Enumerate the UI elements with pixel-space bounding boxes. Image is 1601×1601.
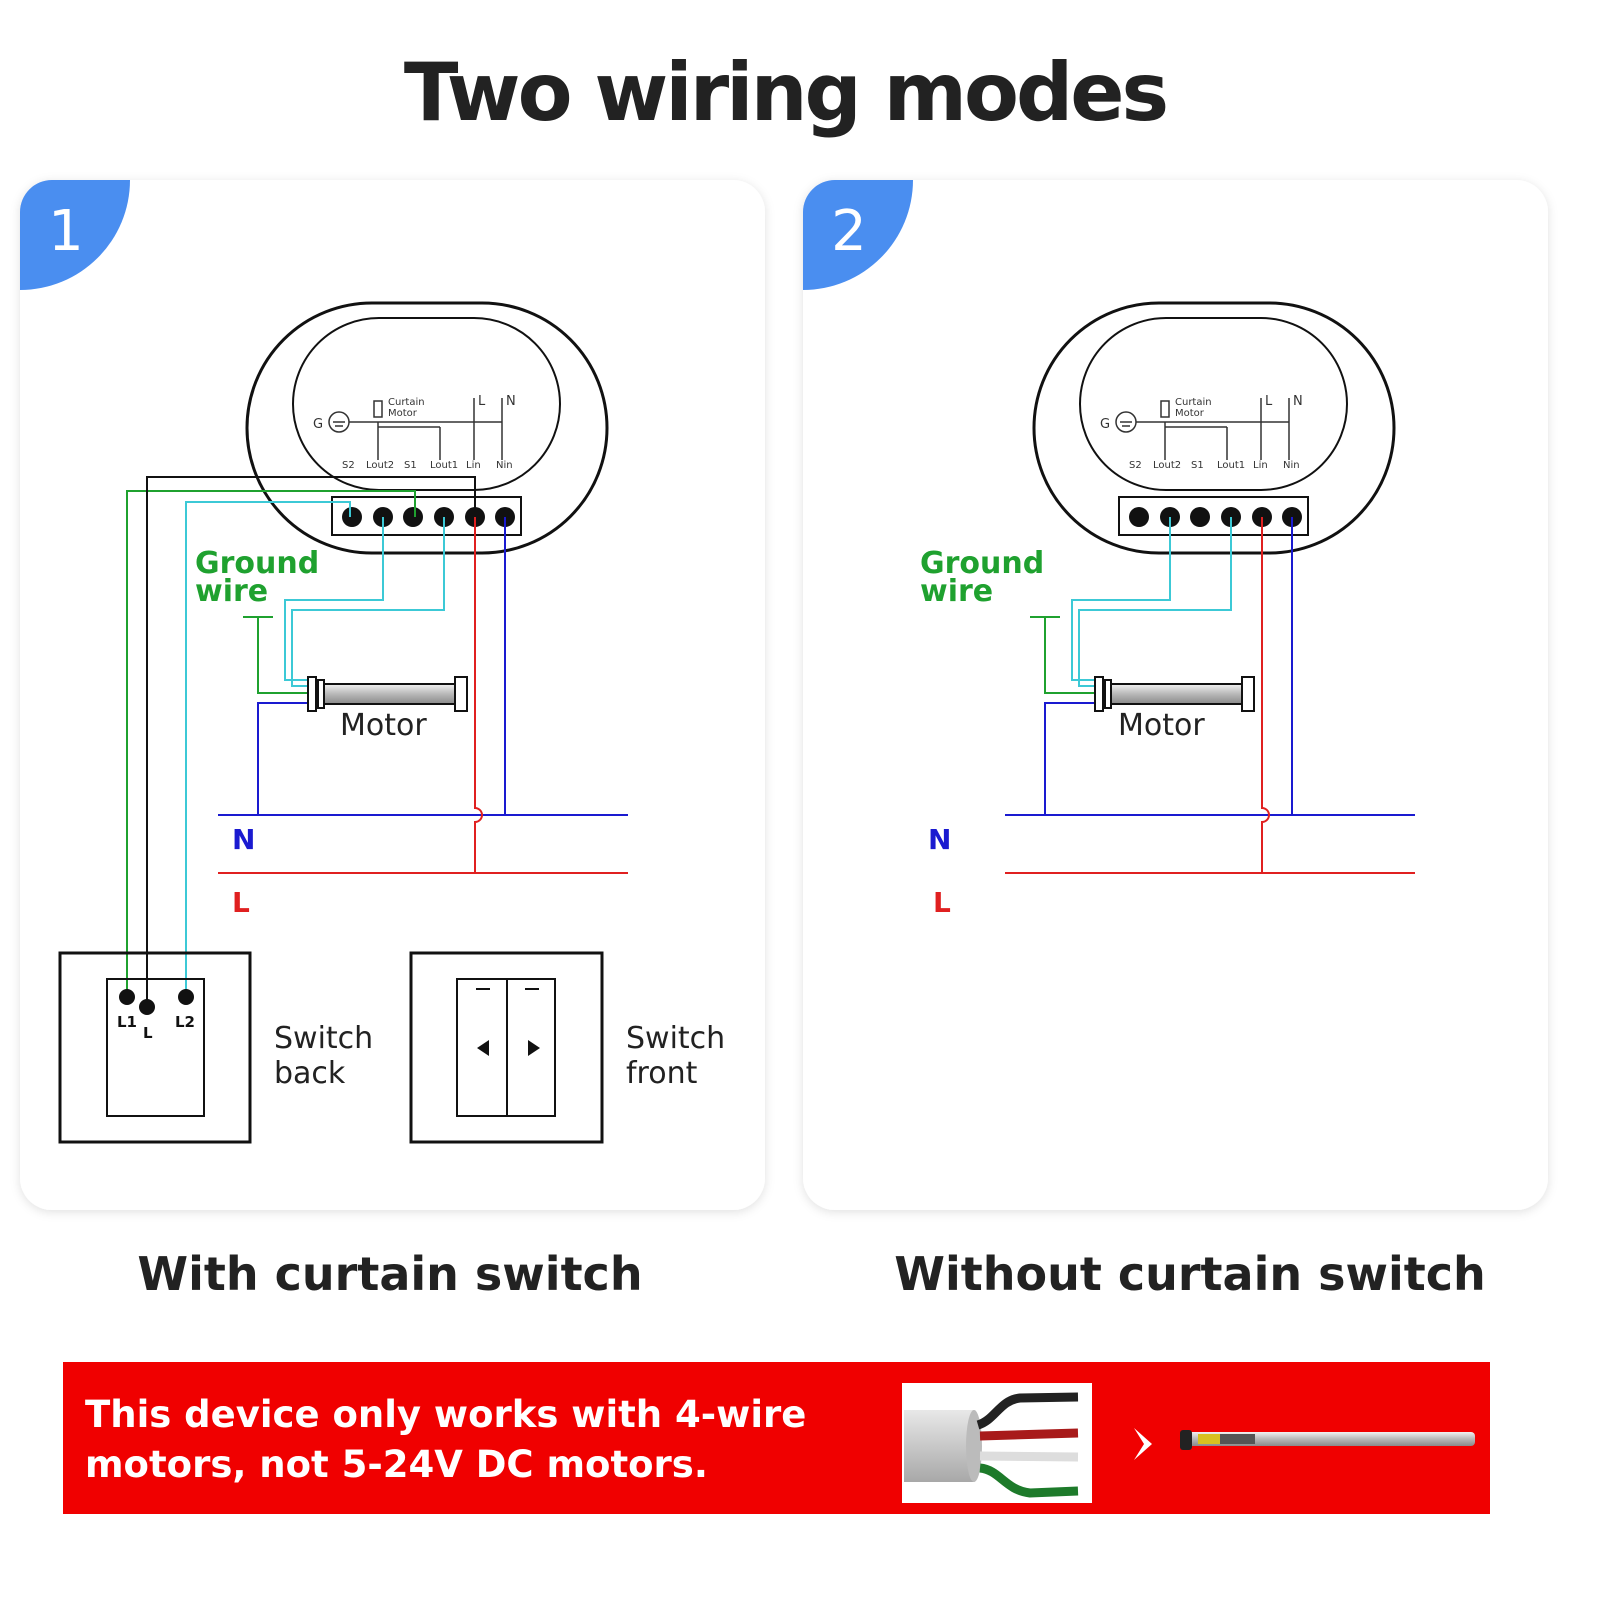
- right-arrow-icon: [528, 1040, 540, 1056]
- device-terminals-0: S2: [342, 460, 355, 471]
- labels-switch_front_2: front: [626, 1056, 698, 1091]
- wiring: [1005, 517, 1415, 874]
- number-badge: [20, 180, 130, 290]
- device-N: N: [1293, 394, 1303, 409]
- labels-switch_back_1: Switch: [274, 1021, 373, 1056]
- device-terminals-1: Lout2: [366, 460, 394, 471]
- wiring: [218, 517, 628, 874]
- caption-with-switch: With curtain switch: [137, 1247, 642, 1301]
- device-terminals-1: Lout2: [1153, 460, 1181, 471]
- labels-ground_1: Ground: [195, 546, 319, 581]
- labels-neutral: N: [928, 823, 951, 856]
- caption-without-switch: Without curtain switch: [894, 1247, 1486, 1301]
- switch-front: [409, 951, 604, 1144]
- device-motor_symbol_label_1: Curtain: [1175, 397, 1212, 408]
- device-terminals-4: Lin: [1253, 460, 1268, 471]
- labels-sw_L1: L1: [117, 1013, 137, 1031]
- labels-switch_back_2: back: [274, 1056, 346, 1091]
- device-ground: G: [1100, 417, 1110, 432]
- labels-live: L: [933, 886, 951, 919]
- labels-switch_front_1: Switch: [626, 1021, 725, 1056]
- device-terminals-3: Lout1: [430, 460, 458, 471]
- left-arrow-icon: [477, 1040, 489, 1056]
- module-device: G Curtain Motor L N S2 Lout2 S1 Lout1 Li…: [245, 301, 609, 555]
- device-motor_symbol_label_2: Motor: [388, 408, 418, 419]
- number-badge: [803, 180, 913, 290]
- labels-live: L: [232, 886, 250, 919]
- labels-ground_2: wire: [920, 574, 993, 609]
- device-N: N: [506, 394, 516, 409]
- panel-without-switch: 2 G Curtain Motor L N S2 Lout2 S1: [803, 180, 1548, 1210]
- device-terminals-4: Lin: [466, 460, 481, 471]
- device-terminals-3: Lout1: [1217, 460, 1245, 471]
- panel-number: 2: [831, 199, 867, 264]
- motor-icon: [307, 676, 468, 712]
- device-motor_symbol_label_2: Motor: [1175, 408, 1205, 419]
- banner-line2: motors, not 5-24V DC motors.: [85, 1443, 708, 1486]
- device-terminals-5: Nin: [1283, 460, 1300, 471]
- labels-neutral: N: [232, 823, 255, 856]
- device-ground: G: [313, 417, 323, 432]
- chevron-right-icon: [1134, 1428, 1152, 1460]
- labels-ground_2: wire: [195, 574, 268, 609]
- warning-banner: This device only works with 4-wire motor…: [63, 1362, 1490, 1514]
- labels-motor: Motor: [1118, 708, 1205, 743]
- page-title: Two wiring modes: [404, 46, 1166, 139]
- motor-icon: [1094, 676, 1255, 712]
- device-terminals-5: Nin: [496, 460, 513, 471]
- labels-motor: Motor: [340, 708, 427, 743]
- panel-with-switch: 1 G Curtain Motor L N S2 Lout2 S1: [20, 180, 765, 1210]
- switch-back: L1 L L2: [58, 951, 252, 1144]
- device-motor_symbol_label_1: Curtain: [388, 397, 425, 408]
- labels-sw_L2: L2: [175, 1013, 195, 1031]
- device-L: L: [1265, 394, 1273, 409]
- device-terminals-0: S2: [1129, 460, 1142, 471]
- labels-ground_1: Ground: [920, 546, 1044, 581]
- device-terminals-2: S1: [1191, 460, 1204, 471]
- panel-number: 1: [48, 199, 84, 264]
- labels-sw_L: L: [143, 1024, 153, 1042]
- tubular-motor-image: [1180, 1430, 1475, 1450]
- device-L: L: [478, 394, 486, 409]
- banner-line1: This device only works with 4-wire: [85, 1393, 806, 1436]
- four-wire-cable-image: [902, 1383, 1092, 1503]
- module-device: G Curtain Motor L N S2 Lout2 S1 Lout1 Li…: [1032, 301, 1396, 555]
- device-terminals-2: S1: [404, 460, 417, 471]
